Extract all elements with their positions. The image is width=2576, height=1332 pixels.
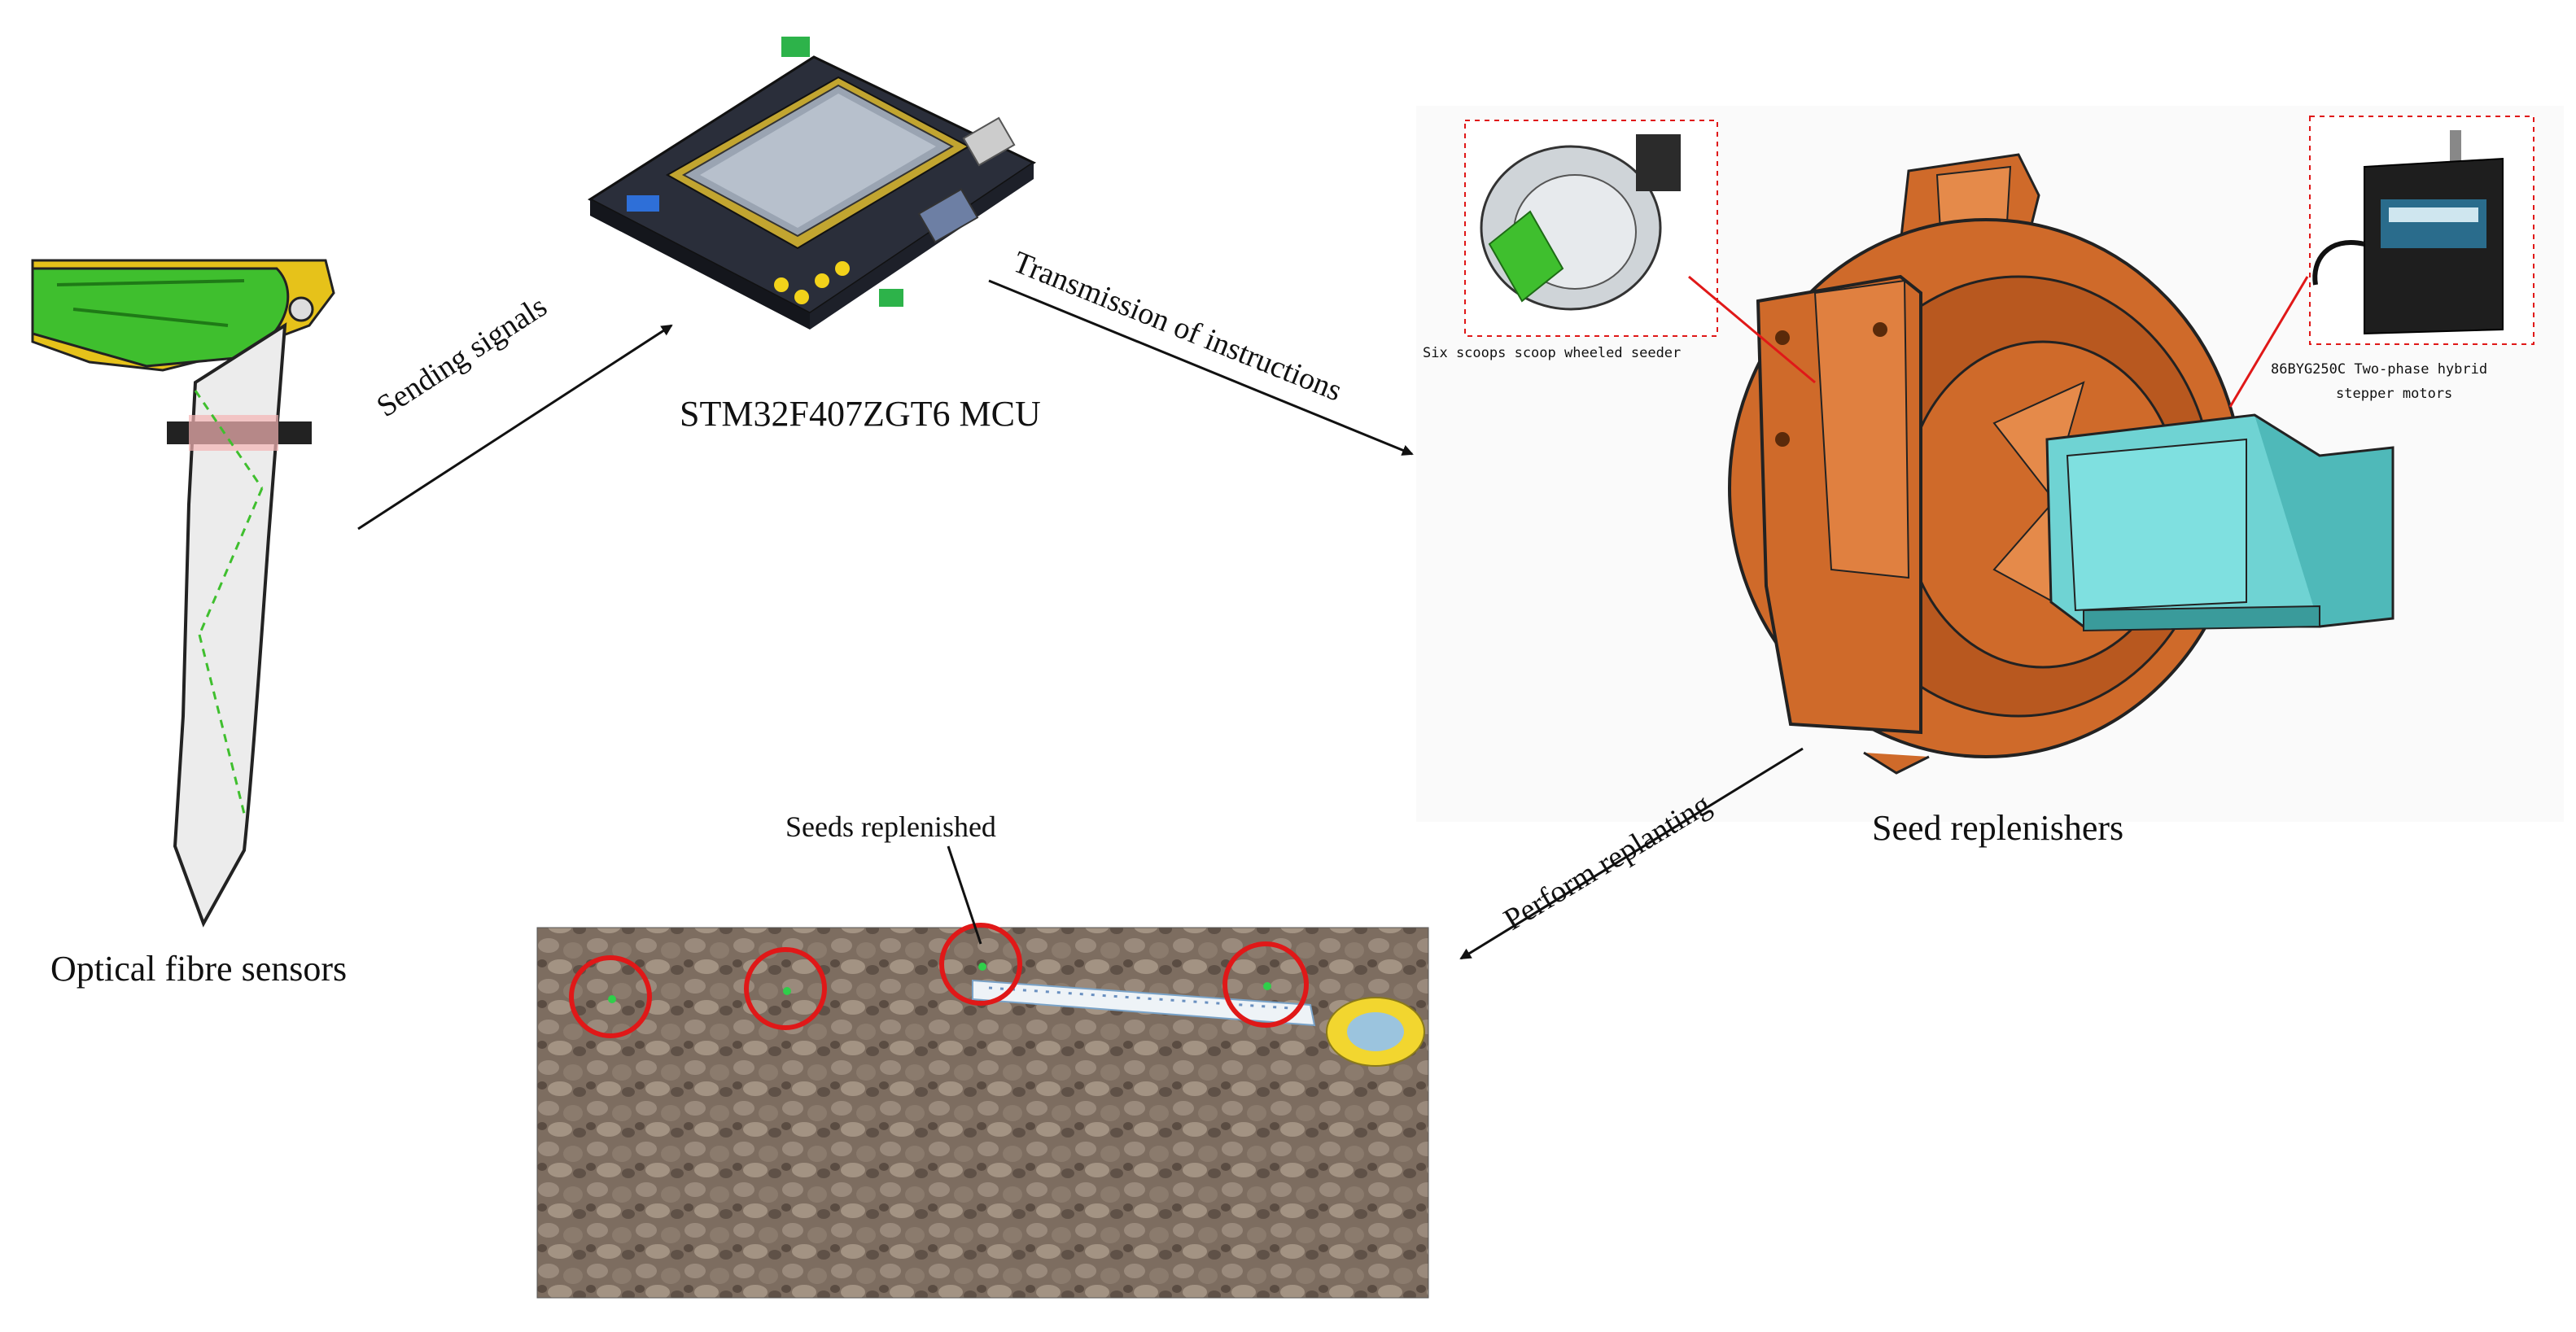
mcu-label: STM32F407ZGT6 MCU [680, 394, 1041, 434]
arrow-sending-signals [357, 324, 673, 531]
motor-label-line2: stepper motors [2336, 386, 2453, 402]
arrow-transmission [988, 279, 1414, 456]
motor-pointer-line [2228, 276, 2309, 408]
motor-label-line1: 86BYG250C Two-phase hybrid [2271, 361, 2488, 378]
replenisher-label: Seed replenishers [1872, 808, 2124, 848]
soil-photo [536, 845, 1429, 1299]
seeds-label: Seeds replenished [785, 810, 996, 843]
sensor-label: Optical fibre sensors [50, 949, 348, 989]
seeder-inset [1464, 120, 1718, 337]
motor-inset [2309, 116, 2534, 345]
seeder-pointer-line [1688, 275, 1816, 384]
seeder-label: Six scoops scoop wheeled seeder [1423, 345, 1682, 361]
mcu-board-illustration [587, 37, 1037, 330]
optical-fibre-sensor-illustration [31, 259, 335, 928]
arrow-perform-replanting [1459, 747, 1804, 960]
